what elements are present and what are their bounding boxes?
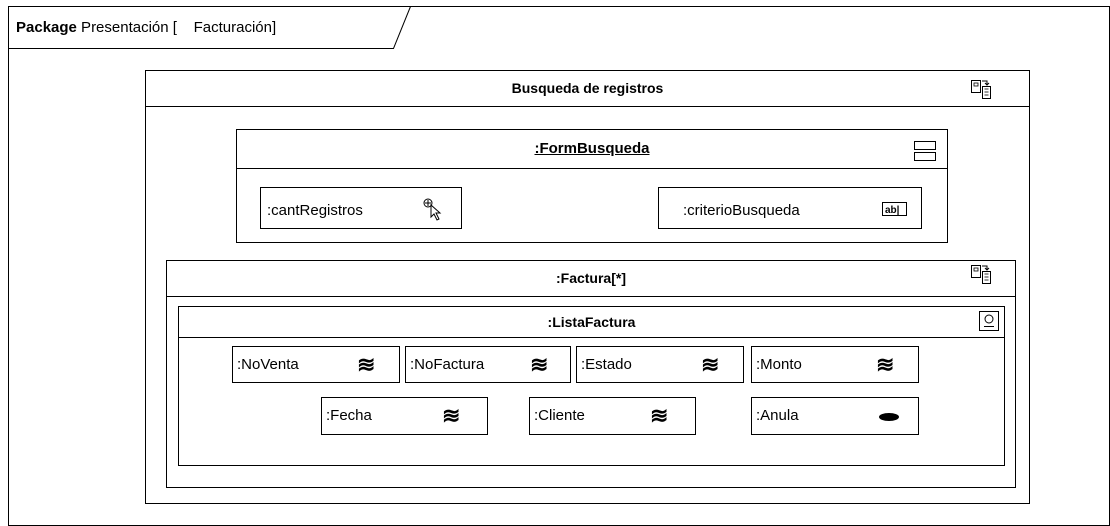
criterio-busqueda-field[interactable]: :criterioBusqueda ab| (658, 187, 922, 229)
no-factura-field[interactable]: :NoFactura ≋ (405, 346, 571, 383)
form-layout-icon[interactable] (913, 139, 939, 163)
cant-registros-label: :cantRegistros (267, 202, 363, 219)
approx-icon: ≋ (442, 403, 461, 428)
lista-factura-title: :ListaFactura (547, 314, 636, 330)
approx-icon: ≋ (650, 403, 669, 428)
no-venta-field[interactable]: :NoVenta ≋ (232, 346, 400, 383)
estado-field[interactable]: :Estado ≋ (576, 346, 744, 383)
search-panel-divider (145, 106, 1030, 107)
form-busqueda-divider (236, 168, 948, 169)
package-keyword: Package (16, 19, 77, 36)
anula-label: :Anula (756, 407, 799, 424)
approx-icon: ≋ (701, 352, 720, 377)
cant-registros-field[interactable]: :cantRegistros (260, 187, 462, 229)
criterio-busqueda-label: :criterioBusqueda (683, 202, 800, 219)
no-venta-label: :NoVenta (237, 356, 299, 373)
estado-label: :Estado (581, 356, 632, 373)
container-icon[interactable] (970, 78, 996, 102)
package-name: Presentación [ Facturación] (76, 19, 277, 36)
no-factura-label: :NoFactura (410, 356, 485, 373)
list-icon[interactable] (978, 309, 1004, 333)
fecha-field[interactable]: :Fecha ≋ (321, 397, 488, 435)
approx-icon: ≋ (357, 352, 376, 377)
spinner-cursor-icon (423, 198, 442, 221)
textbox-icon: ab| (882, 202, 907, 216)
lista-factura (178, 306, 1005, 466)
form-busqueda-title: :FormBusqueda (534, 140, 650, 157)
fecha-label: :Fecha (326, 407, 372, 424)
approx-icon: ≋ (876, 352, 895, 377)
lista-factura-divider (178, 337, 1005, 338)
anula-field[interactable]: :Anula (751, 397, 919, 435)
cliente-field[interactable]: :Cliente ≋ (529, 397, 696, 435)
factura-divider (166, 296, 1016, 297)
textbox-icon-text: ab| (885, 205, 900, 216)
package-tab (8, 6, 411, 49)
search-panel-title: Busqueda de registros (511, 80, 664, 96)
factura-title: :Factura[*] (555, 270, 626, 286)
cliente-label: :Cliente (534, 407, 585, 424)
monto-label: :Monto (756, 356, 802, 373)
button-oval-icon (879, 413, 899, 421)
approx-icon: ≋ (530, 352, 549, 377)
factura-container-icon[interactable] (970, 263, 996, 287)
monto-field[interactable]: :Monto ≋ (751, 346, 919, 383)
package-label: Package Presentación [ Facturación] (16, 19, 276, 36)
